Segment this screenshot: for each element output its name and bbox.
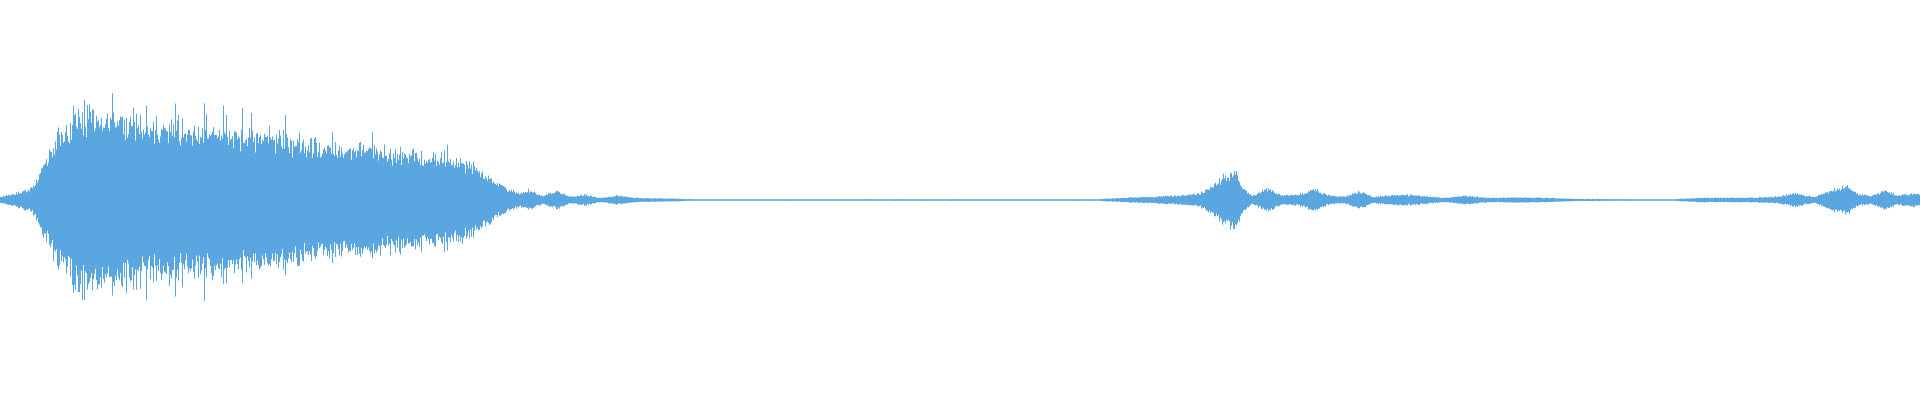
waveform-path [0,93,1920,301]
waveform-samples [0,93,1920,301]
